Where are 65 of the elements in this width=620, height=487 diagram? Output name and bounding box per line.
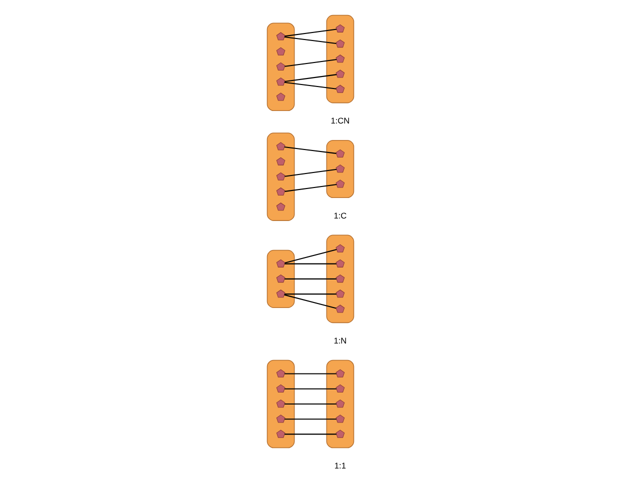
node-pentagon — [276, 32, 285, 40]
node-pentagon — [276, 157, 285, 166]
node-pentagon — [335, 384, 344, 392]
node-pentagon — [335, 274, 344, 283]
connector — [284, 403, 336, 404]
node-pentagon — [276, 77, 285, 86]
node-pentagon — [335, 84, 344, 93]
node-pentagon — [335, 164, 344, 173]
connector — [284, 249, 336, 264]
connector — [284, 294, 336, 309]
node-pentagon — [276, 62, 285, 70]
connector — [284, 373, 336, 374]
connector — [284, 168, 336, 177]
connector — [284, 388, 336, 390]
cluster — [266, 360, 294, 448]
node-pentagon — [276, 259, 285, 268]
node-pentagon — [276, 142, 285, 150]
node-pentagon — [335, 54, 344, 63]
connector — [284, 74, 336, 82]
connector — [284, 36, 336, 44]
node-pentagon — [335, 149, 344, 158]
node-pentagon — [276, 202, 285, 211]
node-pentagon — [276, 274, 285, 283]
label: 1:1 — [334, 460, 346, 470]
connector — [284, 184, 336, 192]
connector — [284, 58, 336, 67]
connector — [284, 278, 336, 280]
node-pentagon — [276, 92, 285, 101]
node-pentagon — [335, 70, 344, 78]
node-pentagon — [276, 430, 285, 438]
node-pentagon — [276, 290, 285, 298]
connector — [284, 418, 336, 420]
label: 1:CN — [330, 116, 350, 126]
node-pentagon — [335, 259, 344, 268]
label: 1:C — [333, 210, 346, 220]
node-pentagon — [276, 172, 285, 180]
connector — [284, 434, 336, 435]
connector — [284, 28, 336, 37]
node-pentagon — [276, 400, 285, 408]
node-pentagon — [276, 369, 285, 378]
node-pentagon — [335, 414, 344, 423]
node-pentagon — [276, 187, 285, 196]
cluster — [326, 360, 354, 448]
node-pentagon — [335, 430, 344, 438]
node-pentagon — [276, 414, 285, 423]
cluster — [266, 132, 294, 221]
cluster — [266, 250, 294, 308]
node-pentagon — [335, 304, 344, 313]
cluster — [326, 14, 354, 104]
node-pentagon — [335, 39, 344, 48]
node-pentagon — [335, 244, 344, 252]
connector — [284, 294, 336, 295]
node-pentagon — [335, 369, 344, 378]
label: 1:N — [333, 335, 346, 346]
node-pentagon — [335, 24, 344, 32]
node-pentagon — [335, 180, 344, 188]
cluster — [326, 140, 354, 198]
node-pentagon — [335, 290, 344, 298]
cluster — [326, 234, 354, 324]
connector — [284, 82, 336, 90]
node-pentagon — [276, 384, 285, 392]
node-pentagon — [276, 47, 285, 56]
cluster — [266, 22, 294, 112]
connector — [284, 263, 336, 264]
node-pentagon — [335, 400, 344, 408]
